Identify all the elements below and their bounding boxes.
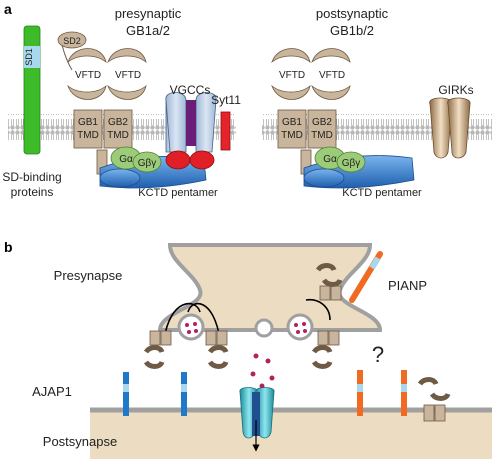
pianp-protein (349, 251, 383, 303)
pianp-bound-receptor (315, 263, 343, 301)
sd1-label: SD1 (24, 48, 34, 66)
sd2-linker (61, 44, 73, 71)
inhibition-arc-mid (187, 302, 221, 341)
sd2-domain (57, 31, 87, 49)
ajap1-label: AJAP1 (32, 384, 72, 399)
vgcc-label: VGCCs (170, 83, 211, 97)
post-gbetagamma-label: Gβγ (342, 158, 361, 169)
pre-receptor-mid (205, 330, 229, 369)
pre-gbetagamma (132, 151, 162, 173)
pre-gbetagamma-label: Gβγ (138, 158, 157, 169)
post-vftd1-label: VFTD (279, 70, 305, 81)
post-receptor-right (417, 377, 451, 422)
post-galpha-label: Gα (323, 154, 337, 165)
released-transmitter (250, 353, 275, 389)
sd-binding-protein: SD1 (23, 25, 41, 155)
postsynapse-label: Postsynapse (43, 434, 117, 449)
inhibition-arc-left (163, 302, 201, 341)
post-title-line2: GB1b/2 (330, 23, 374, 38)
post-gb2-tmd (307, 109, 337, 149)
pre-title-line1: presynaptic (115, 6, 182, 21)
pre-gb2-label: GB2 (108, 117, 128, 128)
pre-kctd-label: KCTD pentamer (138, 187, 218, 199)
syt11-protein (220, 111, 231, 151)
pre-tmd2-label: TMD (107, 130, 129, 141)
post-gb2-label: GB2 (312, 117, 332, 128)
pre-galpha-label: Gα (119, 154, 133, 165)
fusion-pore (254, 318, 274, 338)
pre-receptor-left (143, 330, 172, 369)
pre-gb1-label: GB1 (78, 117, 98, 128)
post-gbetagamma (336, 151, 366, 173)
pre-vftd1-label: VFTD (75, 70, 101, 81)
pre-gb2-tmd (103, 109, 133, 149)
post-gb1-tmd (277, 109, 307, 149)
vesicle-right (286, 313, 314, 341)
vesicle-left (177, 313, 205, 341)
sd2-label: SD2 (63, 36, 81, 46)
girk-channel (429, 97, 471, 159)
post-vftd-pair (271, 48, 351, 100)
vgcc-channel (165, 92, 217, 170)
post-title-line1: postsynaptic (316, 6, 389, 21)
sd-binding-label-line1: SD-binding (2, 170, 61, 184)
pre-vftd-pair (67, 48, 147, 100)
post-gb1-label: GB1 (282, 117, 302, 128)
pre-receptor-right (311, 330, 340, 369)
question-mark: ? (372, 342, 384, 367)
post-vftd2-label: VFTD (319, 70, 345, 81)
syt11-label: Syt11 (211, 93, 241, 107)
post-tmd1-label: TMD (281, 130, 303, 141)
post-tmd2-label: TMD (311, 130, 333, 141)
panel-b-letter: b (4, 239, 13, 255)
presynapse-label: Presynapse (54, 268, 123, 283)
pre-gb1-tmd (73, 109, 103, 149)
panel-a-letter: a (4, 1, 12, 17)
girk-label: GIRKs (438, 83, 473, 97)
pre-title-line2: GB1a/2 (126, 23, 170, 38)
pre-vftd2-label: VFTD (115, 70, 141, 81)
pianp-label: PIANP (388, 278, 427, 293)
pre-tmd1-label: TMD (77, 130, 99, 141)
inhibition-arc-right (305, 298, 331, 321)
postsynaptic-channel (239, 387, 275, 452)
post-kctd-label: KCTD pentamer (342, 187, 422, 199)
sd-binding-label-line2: proteins (11, 185, 54, 199)
